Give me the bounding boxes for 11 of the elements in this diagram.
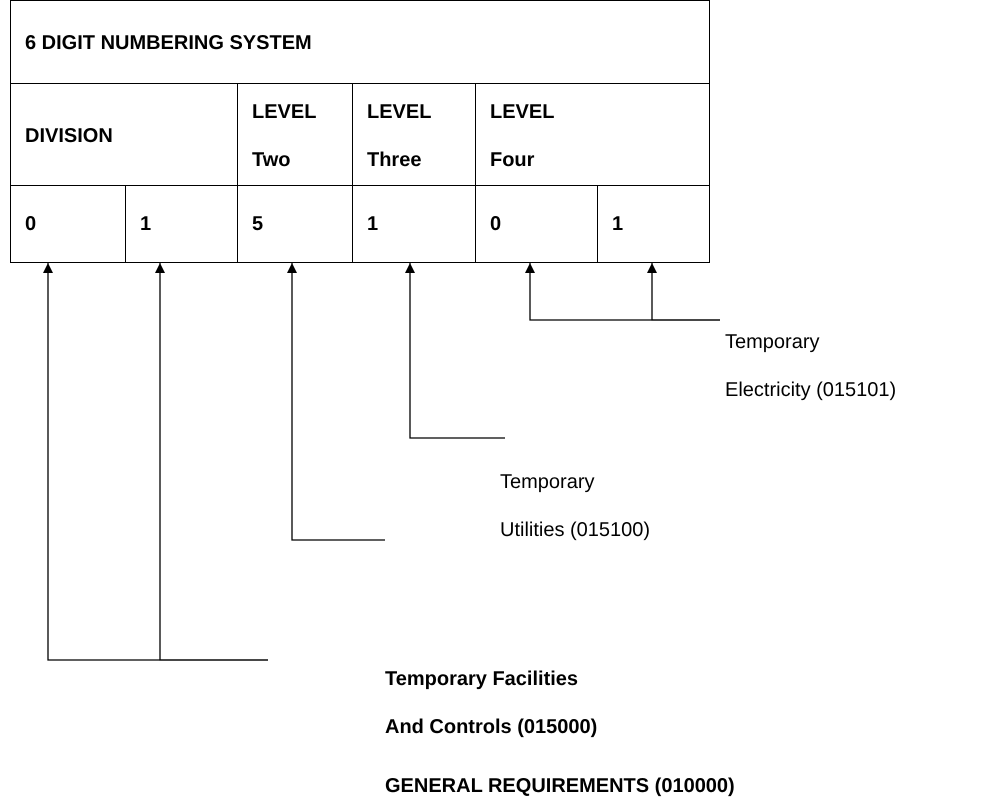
leader-label: Temporary Utilities (015100) <box>500 470 652 543</box>
leader-line <box>287 263 385 541</box>
leader-label: Temporary Facilities And Controls (015000) <box>385 667 598 740</box>
digit-cell: 0 <box>10 185 126 263</box>
leader-label: GENERAL REQUIREMENTS (010000) <box>385 774 736 799</box>
leader-label: Temporary Electricity (015101) <box>725 330 898 403</box>
header-cell: 6 DIGIT NUMBERING SYSTEM <box>10 0 710 84</box>
leader-line <box>647 263 720 321</box>
digit-cell: 1 <box>597 185 710 263</box>
leader-line <box>405 263 505 439</box>
leader-line <box>155 263 268 661</box>
